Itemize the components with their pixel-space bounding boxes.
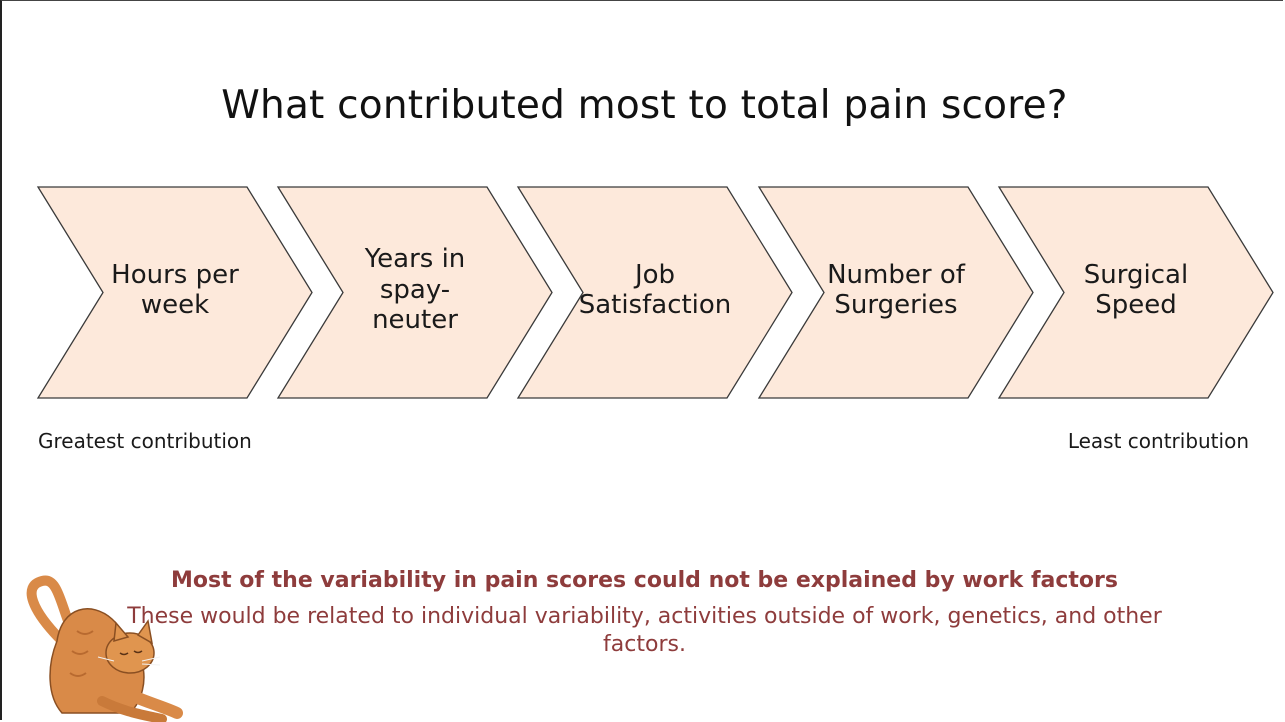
chevron-label-line: Number of	[827, 259, 965, 290]
least-contribution-label: Least contribution	[1067, 429, 1249, 453]
chevron-step-4	[757, 186, 1034, 399]
chevron-label-line: neuter	[372, 305, 458, 336]
note-headline: Most of the variability in pain scores c…	[171, 568, 1118, 593]
stretching-cat-icon	[26, 575, 183, 722]
slide-title: What contributed most to total pain scor…	[221, 83, 1068, 128]
chevron-step-1	[36, 186, 313, 399]
chevron-label-line: spay-	[379, 274, 451, 305]
greatest-contribution-label: Greatest contribution	[38, 429, 252, 453]
chevron-label-line: Job	[634, 259, 676, 290]
chevron-label-line: Surgeries	[834, 290, 958, 320]
chevron-step-2	[276, 186, 553, 399]
note-body: These would be related to individual var…	[127, 604, 1162, 657]
chevron-label-line: Years in	[364, 244, 466, 275]
chevron-step-3	[516, 186, 793, 399]
chevron-label-line: Hours per	[111, 259, 239, 290]
chevron-label-line: week	[140, 290, 210, 320]
chevron-label-line: Speed	[1095, 290, 1177, 320]
chevron-label-line: Satisfaction	[578, 290, 732, 320]
chevron-step-5	[997, 186, 1274, 399]
chevron-label-line: Surgical	[1083, 259, 1189, 290]
